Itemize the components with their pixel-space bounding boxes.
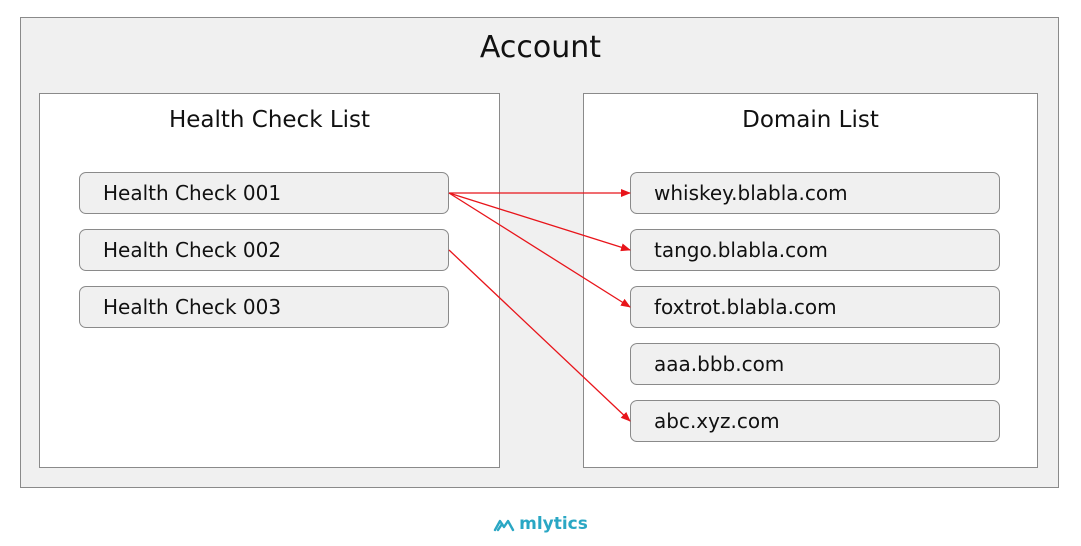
domain-item: abc.xyz.com [630, 400, 1000, 442]
brand-logo: mlytics [0, 512, 1081, 536]
health-check-list-title: Health Check List [168, 107, 371, 133]
account-title: Account [479, 30, 602, 65]
brand-name: mlytics [519, 514, 588, 534]
domain-item: whiskey.blabla.com [630, 172, 1000, 214]
health-check-item: Health Check 003 [79, 286, 449, 328]
domain-list-title: Domain List [742, 107, 879, 133]
mlytics-logo-icon [493, 519, 515, 532]
domain-item: tango.blabla.com [630, 229, 1000, 271]
health-check-item: Health Check 001 [79, 172, 449, 214]
health-check-list-panel [39, 93, 500, 468]
domain-item: foxtrot.blabla.com [630, 286, 1000, 328]
domain-item: aaa.bbb.com [630, 343, 1000, 385]
health-check-item: Health Check 002 [79, 229, 449, 271]
